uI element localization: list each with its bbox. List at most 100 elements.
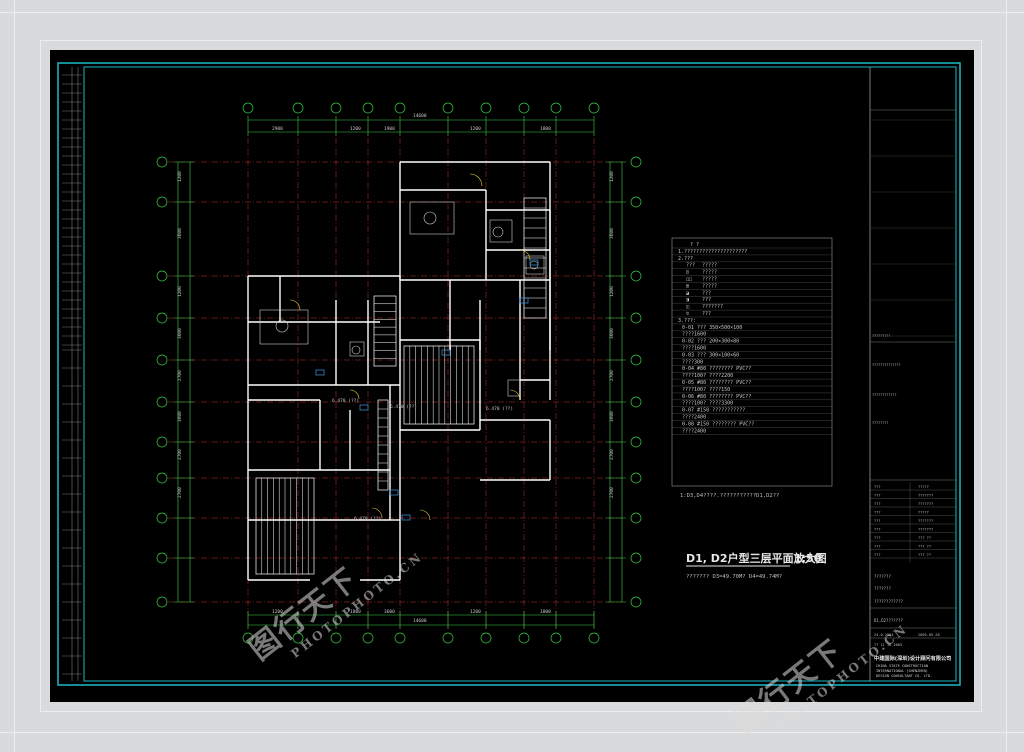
furniture [259, 309, 309, 345]
legend-row: ????2400 [682, 428, 706, 434]
legend-row: 3.???: [678, 318, 696, 324]
axis-bubble [550, 102, 562, 114]
fixture [492, 226, 504, 238]
dim-text-left: 3600 [177, 411, 183, 422]
dim-text-right: 1200 [609, 286, 615, 297]
dim-text-bottom: 1800 [350, 609, 361, 615]
axis-bubble [156, 312, 168, 324]
tb-right: ????? [918, 485, 929, 489]
tb-project: ??????? [874, 574, 891, 579]
furniture [525, 255, 545, 275]
tb-right: ????? [918, 511, 929, 515]
axis-bubble [630, 156, 642, 168]
axis-bubble [630, 552, 642, 564]
dim-text-top: 1200 [350, 126, 361, 132]
bg-line [40, 40, 982, 712]
axis-bubble [442, 632, 454, 644]
tb-date: 24-0-2004 [874, 633, 893, 637]
legend-row: ????100? ????150 [682, 387, 730, 393]
tb-drawing-name: D1,D2??????? [874, 618, 903, 623]
axis-bubble [156, 196, 168, 208]
axis-bubble [630, 596, 642, 608]
company-name-en: INTERNATIONAL (SHENZHEN) [876, 669, 928, 673]
tb-right: ??? ?? [918, 553, 931, 557]
bg-line [0, 12, 1024, 13]
axis-bubble [330, 632, 342, 644]
axis-bubble [156, 436, 168, 448]
axis-bubble [630, 396, 642, 408]
drawing-scale: 1:50 [794, 552, 822, 565]
door-swing [419, 509, 431, 521]
dim-text-right: 3600 [609, 411, 615, 422]
fixture [351, 345, 361, 355]
axis-bubble [630, 312, 642, 324]
company-name-cn: 中建国际(深圳)设计顾问有限公司 [874, 654, 951, 662]
legend-symbol: ??? [686, 263, 695, 269]
legend-row: ????? [702, 263, 717, 269]
tb-project: ??????? [874, 586, 891, 591]
dim-text-top: 1200 [470, 126, 481, 132]
company-name-en: DESIGN CONSULTANT CO. LTD. [876, 674, 932, 678]
detail-mark [441, 349, 451, 356]
tb-side-note: ???????? [872, 421, 888, 425]
door-swing [371, 507, 383, 519]
legend-symbol: ◫ [686, 304, 689, 310]
fixture [423, 211, 437, 225]
legend-row: ????300 [682, 359, 703, 365]
axis-bubble [156, 156, 168, 168]
title-block: ????????????????????????????????????????… [869, 67, 956, 681]
axis-bubble [156, 596, 168, 608]
outer-frame [57, 62, 961, 686]
tb-right: ??? ?? [918, 545, 931, 549]
legend-row: 0-03 ??? 300×100×60 [682, 352, 739, 358]
bg-line [1006, 0, 1007, 752]
door-swing [469, 173, 483, 187]
dim-text-left: 2700 [177, 487, 183, 498]
cad-drawing-sheet: ????????????????????????????????????????… [50, 50, 974, 702]
legend-symbol: ⊡ [686, 270, 689, 276]
axis-bubble [550, 632, 562, 644]
dim-text-left: 1200 [177, 286, 183, 297]
level-label: 6.470 (??) [390, 404, 417, 410]
axis-bubble [630, 472, 642, 484]
tb-left: ??? [874, 511, 881, 515]
door-swing [519, 249, 531, 261]
drawing-canvas: ????????????????????????????????????????… [57, 62, 961, 686]
title-note: ??????? D3=49.70M? D4=49.74M? [686, 574, 782, 580]
binding-strip [62, 67, 82, 681]
legend-caption: 1:D3,D4????.???????????D1,D2?? [680, 493, 779, 499]
axis-bubble [292, 632, 304, 644]
tb-left: ??? [874, 528, 881, 532]
tb-right: ??? ?? [918, 536, 931, 540]
dim-text-left: 1200 [177, 171, 183, 182]
dim-text-right: 1200 [609, 171, 615, 182]
dim-text-right: 3600 [609, 328, 615, 339]
axis-bubble [630, 196, 642, 208]
axis-bubble [292, 102, 304, 114]
door-swing [349, 389, 360, 400]
legend-row: ????100? ????3300 [682, 401, 733, 407]
dim-text-left: 3600 [177, 328, 183, 339]
legend-row: 0-06 #80 ???????? PVC?? [682, 394, 751, 400]
company-name-en: CHINA STATE CONSTRUCTION [876, 664, 928, 668]
legend-row: 0-01 ??? 350×500×100 [682, 325, 742, 331]
dim-text-right: 3600 [609, 228, 615, 239]
legend-symbol: ◨ [686, 297, 689, 303]
tb-right: ??????? [918, 528, 933, 532]
legend-symbol: ⊞ [686, 283, 689, 289]
axis-bubble [480, 102, 492, 114]
legend-symbol: ↯ [686, 311, 689, 317]
legend-row: ????? [702, 283, 717, 289]
level-label: 6.470 (??) [332, 398, 359, 404]
drawing-title: D1, D2户型三层平面放大图 [686, 551, 827, 565]
dim-text-right: 2700 [609, 370, 615, 381]
tb-right: ??????? [918, 519, 933, 523]
tb-right: ??????? [918, 502, 933, 506]
stair [373, 295, 397, 367]
legend-row: ??????? [702, 304, 723, 310]
axis-bubble [630, 354, 642, 366]
legend-row: ????100? ????2200 [682, 373, 733, 379]
dim-text-left: 3600 [177, 228, 183, 239]
tb-left: ??? [874, 502, 881, 506]
